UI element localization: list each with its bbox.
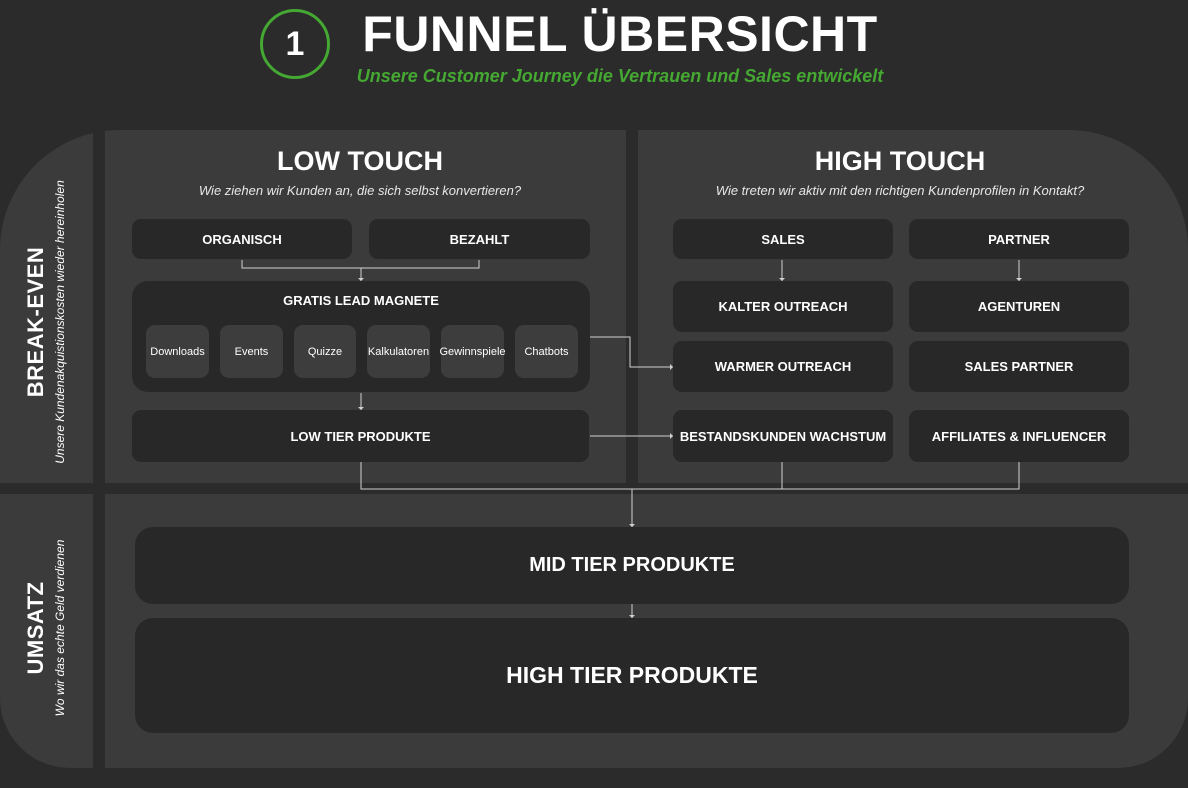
warmer-outreach-box: WARMER OUTREACH: [673, 341, 893, 392]
umsatz-label: UMSATZ Wo wir das echte Geld verdienen: [15, 468, 75, 788]
page-title: FUNNEL ÜBERSICHT: [362, 6, 878, 62]
section-divider: [0, 483, 1188, 494]
break-even-label: BREAK-EVEN Unsere Kundenakquistionskoste…: [15, 157, 75, 487]
umsatz-subtitle: Wo wir das echte Geld verdienen: [53, 539, 67, 717]
left-column-divider: [93, 130, 105, 768]
high-touch-title: HIGH TOUCH: [814, 146, 986, 176]
lead-magnet-events: Events: [220, 325, 283, 378]
low-touch-subtitle: Wie ziehen wir Kunden an, die sich selbs…: [198, 183, 522, 198]
step-number-badge: 1: [260, 9, 330, 79]
lead-magnet-quizze: Quizze: [294, 325, 356, 378]
center-column-divider: [626, 130, 638, 483]
page-subtitle: Unsere Customer Journey die Vertrauen un…: [356, 66, 884, 86]
lead-magnet-downloads: Downloads: [146, 325, 209, 378]
lead-magnet-gewinnspiele: Gewinnspiele: [439, 325, 506, 378]
low-touch-title: LOW TOUCH: [277, 146, 443, 176]
mid-tier-products-box: MID TIER PRODUKTE: [135, 527, 1129, 604]
umsatz-title: UMSATZ: [23, 581, 48, 675]
low-tier-products-box: LOW TIER PRODUKTE: [132, 410, 589, 462]
lead-magnet-chatbots: Chatbots: [515, 325, 578, 378]
sales-box: SALES: [673, 219, 893, 259]
agenturen-box: AGENTUREN: [909, 281, 1129, 332]
high-touch-subtitle: Wie treten wir aktiv mit den richtigen K…: [715, 183, 1085, 198]
partner-box: PARTNER: [909, 219, 1129, 259]
affiliates-box: AFFILIATES & INFLUENCER: [909, 410, 1129, 462]
high-tier-products-box: HIGH TIER PRODUKTE: [135, 618, 1129, 733]
break-even-subtitle: Unsere Kundenakquistionskosten wieder he…: [53, 180, 67, 464]
lead-magnet-kalkulatoren: Kalkulatoren: [367, 325, 430, 378]
organisch-box: ORGANISCH: [132, 219, 352, 259]
break-even-title: BREAK-EVEN: [23, 246, 48, 398]
sales-partner-box: SALES PARTNER: [909, 341, 1129, 392]
bezahlt-box: BEZAHLT: [369, 219, 590, 259]
lead-magnets-title: GRATIS LEAD MAGNETE: [283, 293, 439, 308]
bestandskunden-box: BESTANDSKUNDEN WACHSTUM: [673, 410, 893, 462]
kalter-outreach-box: KALTER OUTREACH: [673, 281, 893, 332]
